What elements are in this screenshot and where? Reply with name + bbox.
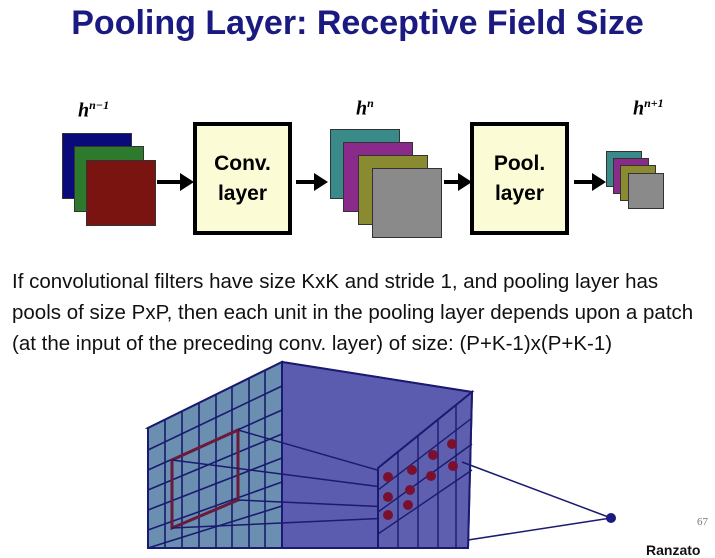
- input-grid-face: [147, 360, 283, 549]
- arrow-4: [574, 173, 606, 191]
- author-credit: Ranzato: [646, 542, 701, 558]
- conv-layer-box: Conv. layer: [193, 122, 292, 235]
- label-h-next-base: h: [633, 97, 645, 120]
- arrow-2: [296, 173, 328, 191]
- pool-layer-label: Pool. layer: [493, 151, 546, 205]
- arrow-1: [157, 173, 194, 191]
- label-h-cur-sup: n: [367, 96, 374, 110]
- label-h-prev-sup: n−1: [89, 98, 110, 112]
- label-h-prev-base: h: [78, 99, 90, 122]
- projection-line-1: [171, 459, 391, 489]
- pool-layer-box: Pool. layer: [470, 122, 569, 235]
- label-h-next-sup: n+1: [644, 96, 664, 110]
- pool-projection-line-2: [467, 517, 612, 541]
- page-number: 67: [697, 516, 708, 528]
- label-h-cur: hn: [356, 96, 374, 121]
- slide-title: Pooling Layer: Receptive Field Size: [71, 4, 644, 42]
- output-face: [377, 389, 474, 549]
- explanation-paragraph: If convolutional filters have size KxK a…: [12, 270, 694, 355]
- feature-map-next-4: [628, 173, 664, 209]
- pooled-unit-dot: [606, 513, 616, 523]
- output-unit-dots: [383, 439, 458, 520]
- pool-projection-line-1: [461, 461, 612, 519]
- label-h-next: hn+1: [633, 96, 664, 121]
- output-grid-lines: [377, 405, 473, 548]
- conv-layer-label: Conv. layer: [214, 151, 271, 205]
- projection-line-3: [171, 517, 391, 529]
- arrow-3: [444, 173, 472, 191]
- feature-map-cur-4: [372, 168, 442, 238]
- label-h-prev: hn−1: [78, 98, 109, 123]
- label-h-cur-base: h: [356, 97, 368, 120]
- feature-map-prev-3: [86, 160, 156, 226]
